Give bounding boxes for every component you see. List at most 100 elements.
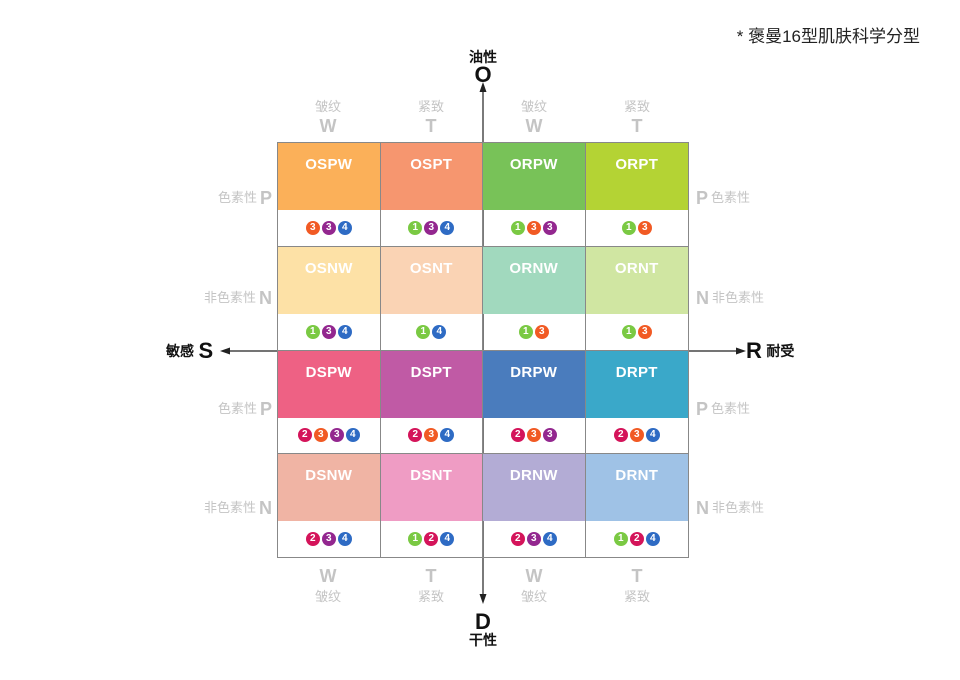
column-word: 皱纹 [314,99,341,114]
number-badge-icon: 4 [345,428,360,443]
arrow-right-icon [736,347,746,355]
number-badge-icon: 4 [645,428,660,443]
row-letter: P [259,399,272,419]
axis-oily: 油性 O [463,50,503,86]
number-badge-icon: 3 [424,220,439,235]
number-badge-icon: 4 [337,220,352,235]
axis-resistant-word: 耐受 [766,343,795,359]
number-badge-icon: 3 [321,532,336,547]
column-header-bottom-4: T 紧致 [587,567,687,603]
arrow-left-icon [220,347,230,355]
row-word: 非色素性 [203,290,256,305]
column-header-top-2: 紧致 T [381,100,481,136]
column-letter: T [425,566,437,586]
number-badge-icon: 3 [629,428,644,443]
number-badge-icon: 4 [440,532,455,547]
column-header-bottom-1: W 皱纹 [278,567,378,603]
column-word: 皱纹 [520,99,547,114]
number-badge-icon: 2 [424,532,439,547]
number-badge-icon: 3 [313,428,328,443]
column-header-top-4: 紧致 T [587,100,687,136]
number-badge-icon: 4 [645,532,660,547]
column-word: 皱纹 [314,589,341,604]
column-header-top-1: 皱纹 W [278,100,378,136]
number-badge-icon: 3 [637,324,652,339]
number-badge-icon: 3 [542,428,557,443]
number-badge-icon: 1 [613,532,628,547]
row-letter: P [259,188,272,208]
column-letter: T [631,116,643,136]
axis-sensitive-letter: S [198,338,214,363]
skin-type-code: DSPW [278,350,380,418]
axis-dry-word: 干性 [469,632,497,648]
skin-type-code: ORPW [483,143,585,210]
number-badge-icon: 4 [440,428,455,443]
column-letter: T [631,566,643,586]
skin-type-code: OSPT [380,143,482,210]
number-badge-icon: 2 [510,532,525,547]
column-letter: W [319,566,337,586]
row-word: 色素性 [217,190,257,205]
column-letter: T [425,116,437,136]
column-word: 紧致 [417,99,444,114]
axis-sensitive-word: 敏感 [166,343,194,359]
skin-type-code: DRNW [483,454,585,522]
number-badge-icon: 4 [337,324,352,339]
axis-oily-letter: O [474,62,492,87]
skin-type-code: DSNW [278,454,380,522]
axis-resistant-letter: R [746,338,762,363]
column-word: 紧致 [623,99,650,114]
row-word: 非色素性 [712,290,765,305]
skin-type-code: ORNW [483,246,585,314]
axis-oily-word: 油性 [469,49,497,65]
number-badge-icon: 3 [526,220,541,235]
number-badge-icon: 1 [305,324,320,339]
number-badge-icon: 1 [510,220,525,235]
number-badge-icon: 3 [329,428,344,443]
source-note: * 褒曼16型肌肤科学分型 [736,27,920,46]
number-badge-icon: 3 [424,428,439,443]
number-badge-icon: 3 [526,428,541,443]
column-word: 皱纹 [520,589,547,604]
number-badge-icon: 3 [542,220,557,235]
column-letter: W [525,566,543,586]
skin-type-code: DRNT [585,454,688,522]
column-header-bottom-3: W 皱纹 [484,567,584,603]
column-word: 紧致 [623,589,650,604]
number-badge-icon: 1 [621,324,636,339]
number-badge-icon: 1 [518,324,533,339]
skin-type-code: OSNT [380,246,482,314]
axis-dry: D 干性 [463,611,503,648]
skin-type-code: OSNW [278,246,380,314]
row-word: 色素性 [711,401,751,416]
column-word: 紧致 [417,589,444,604]
skin-type-code: DSPT [380,350,482,418]
row-word: 色素性 [711,190,751,205]
arrow-up-icon [479,82,487,92]
number-badge-icon: 2 [297,428,312,443]
number-badge-icon: 3 [305,220,320,235]
skin-type-code: OSPW [278,143,380,210]
number-badge-icon: 3 [526,532,541,547]
column-letter: W [319,116,337,136]
skin-type-code: ORNT [585,246,688,314]
